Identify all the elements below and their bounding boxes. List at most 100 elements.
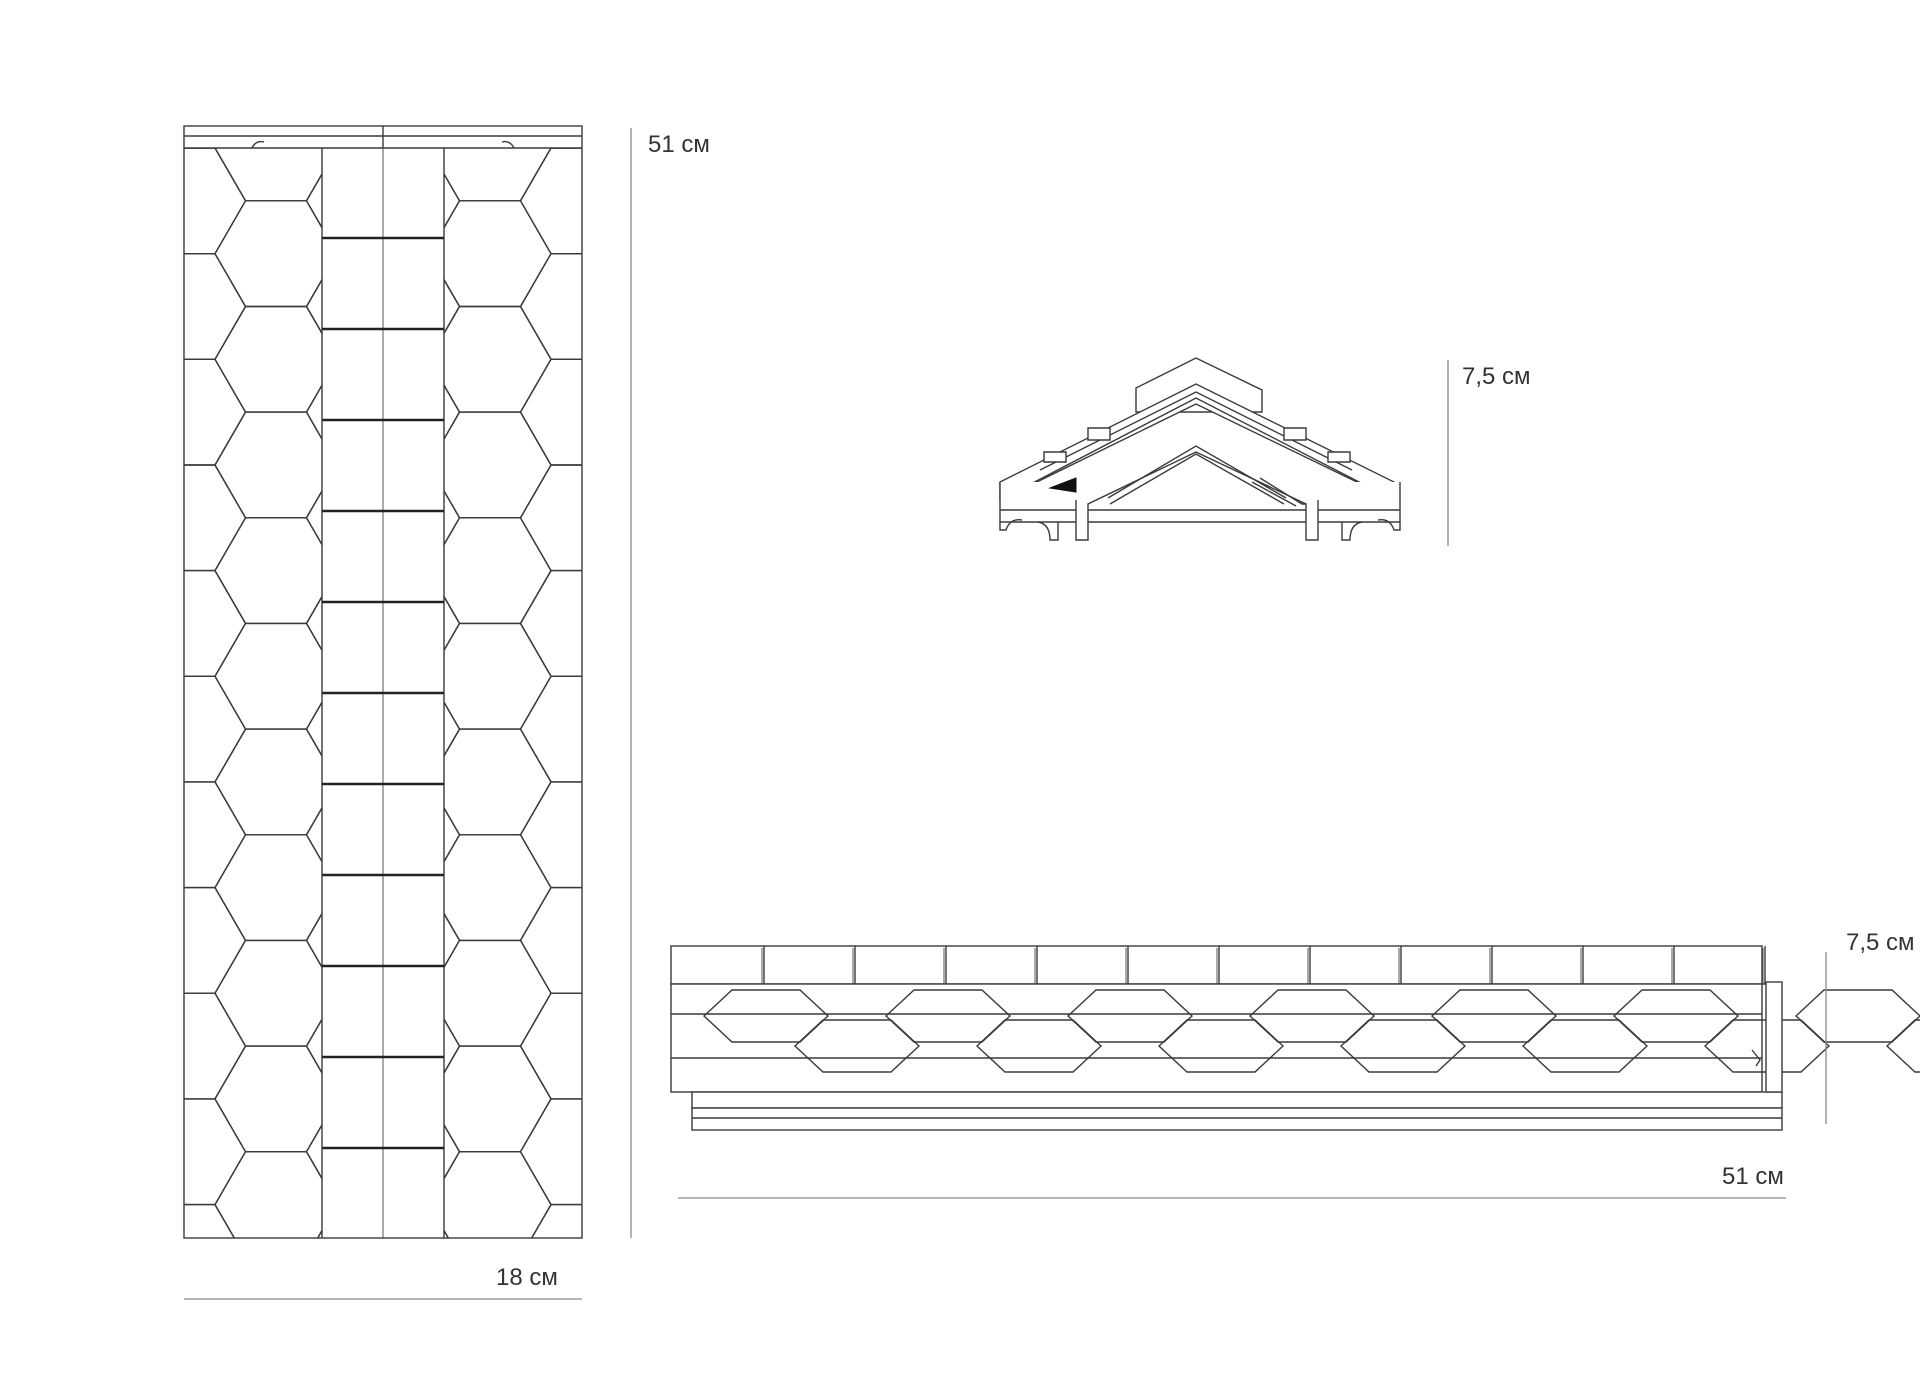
hex-cell	[519, 1098, 582, 1206]
hex-cell	[612, 412, 734, 518]
hex-cell	[429, 0, 551, 95]
hex-cell	[214, 1150, 322, 1238]
hex-cell	[316, 1229, 322, 1238]
hex-cell	[214, 305, 322, 413]
hex-cell	[702, 989, 830, 1043]
hex-cell	[444, 622, 552, 730]
hex-cell	[398, 412, 520, 518]
hex-cell	[32, 729, 154, 835]
hex-cell	[704, 782, 826, 888]
hex-cell	[246, 729, 368, 835]
hex-cell	[32, 623, 154, 729]
hex-cell	[612, 729, 734, 835]
hex-cell	[704, 254, 826, 360]
dimension-top-view-height: 51 см	[630, 128, 710, 1238]
hex-cell	[215, 1257, 337, 1363]
hex-cell	[246, 518, 368, 624]
hex-pattern-left	[32, 0, 612, 1363]
hex-cell	[1521, 1019, 1649, 1073]
hex-cell	[444, 806, 461, 864]
hex-cell	[704, 465, 826, 571]
hex-cell	[398, 729, 520, 835]
hex-cell	[444, 1045, 552, 1153]
hex-cell	[246, 201, 368, 307]
hex-cell	[444, 912, 461, 969]
hex-cell	[519, 992, 582, 1100]
hex-cell	[246, 412, 368, 518]
dimension-side-view-length: 51 см	[678, 1163, 1786, 1199]
hex-cell	[444, 411, 552, 519]
dimension-end-view-height: 7,5 см	[1447, 360, 1531, 546]
hex-cell	[32, 412, 154, 518]
hex-cell	[305, 912, 322, 969]
hex-cell	[519, 148, 582, 255]
hex-cell	[398, 0, 520, 95]
hex-cell	[398, 1152, 520, 1258]
hex-cell	[246, 940, 368, 1046]
hex-cell	[32, 518, 154, 624]
hex-cell	[612, 0, 734, 95]
hex-cell	[490, 42, 612, 148]
hex-cell	[398, 307, 520, 413]
hex-cell	[305, 383, 322, 441]
hex-cell	[398, 201, 520, 307]
hex-cell	[398, 940, 520, 1046]
hex-cell	[1703, 1019, 1831, 1073]
hex-cell	[246, 835, 368, 941]
hex-cell	[612, 201, 734, 307]
hex-cell	[398, 1046, 520, 1152]
center-ridge-strip	[321, 148, 445, 1238]
hex-cell	[32, 307, 154, 413]
hex-cell	[519, 886, 582, 994]
hex-cell	[612, 307, 734, 413]
hex-cell	[975, 1019, 1103, 1073]
hex-cell	[32, 940, 154, 1046]
hex-cell	[307, 42, 429, 148]
hex-cell	[704, 571, 826, 677]
hex-cell	[338, 42, 460, 148]
hex-cell	[444, 939, 552, 1047]
hex-cell	[305, 806, 322, 864]
hex-cell	[32, 835, 154, 941]
hex-cell	[704, 148, 826, 254]
hex-cell	[1339, 1019, 1467, 1073]
hex-cell	[246, 0, 368, 95]
hex-cell	[519, 675, 582, 783]
hex-cell	[305, 278, 322, 335]
hex-cell	[32, 95, 154, 201]
hex-cell	[214, 622, 322, 730]
hex-cell	[793, 1019, 921, 1073]
hex-cell	[704, 676, 826, 782]
hex-cell	[1885, 1019, 1920, 1073]
hex-cell	[444, 1229, 450, 1238]
hex-cell	[398, 518, 520, 624]
hex-cell	[215, 0, 337, 95]
hex-cell	[519, 569, 582, 677]
hex-cell	[1157, 1019, 1285, 1073]
hex-cell	[32, 1046, 154, 1152]
hex-cell	[444, 489, 461, 547]
hex-cell	[444, 383, 461, 441]
hex-cell	[214, 517, 322, 625]
top-view	[32, 0, 826, 1363]
end-view-profile	[999, 357, 1401, 541]
hex-cell	[214, 411, 322, 519]
hex-cell	[214, 939, 322, 1047]
hex-cell	[246, 1152, 368, 1258]
hex-cell	[444, 305, 552, 413]
hex-cell	[214, 200, 322, 308]
side-view-top-blocks	[761, 946, 1766, 984]
strip-segment-lines	[322, 236, 444, 1150]
hex-cell	[305, 489, 322, 547]
hex-cell	[305, 172, 322, 230]
hex-pattern-right	[246, 0, 826, 1363]
side-view-hex-pattern	[702, 989, 1920, 1073]
hex-cell	[704, 359, 826, 465]
hex-cell	[32, 201, 154, 307]
hex-cell	[444, 200, 552, 308]
hex-cell	[32, 1257, 154, 1363]
hex-cell	[305, 595, 322, 652]
hex-cell	[246, 623, 368, 729]
hex-cell	[246, 1257, 368, 1363]
